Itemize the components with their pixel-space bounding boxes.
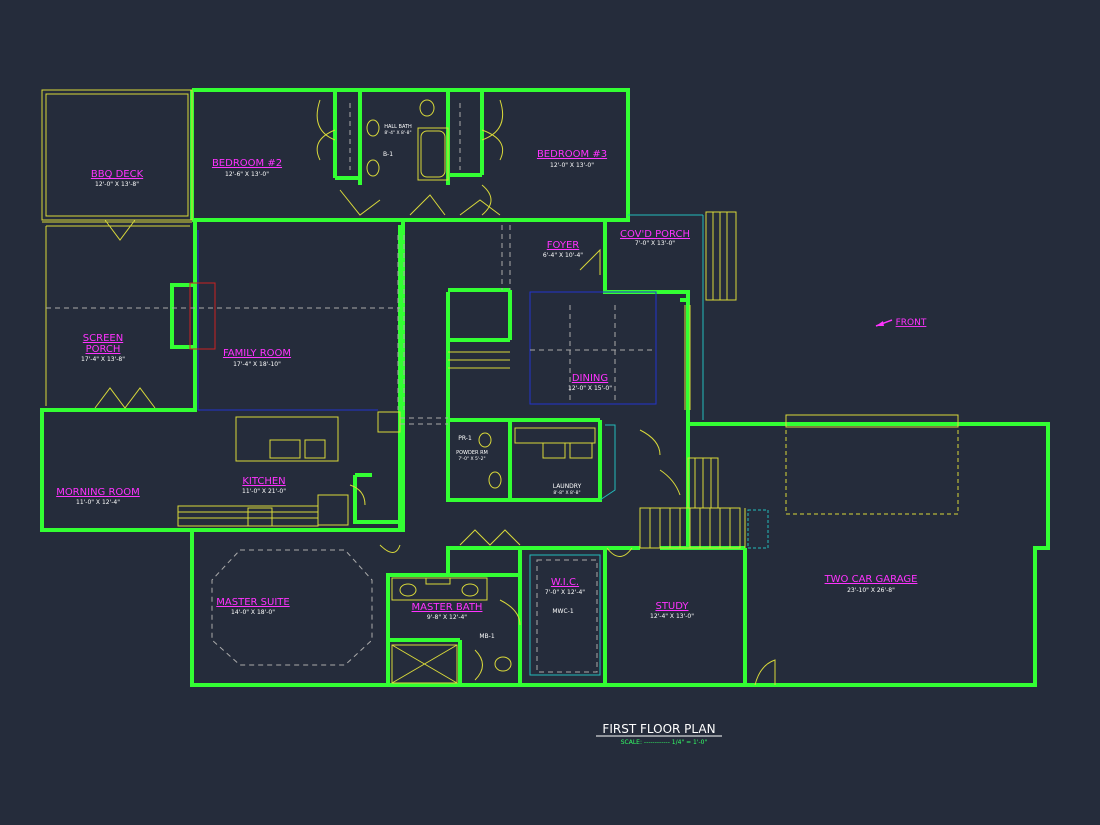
screen-porch-dim: 17'-4" X 13'-8" (81, 356, 125, 363)
mwc1-label: MWC-1 (552, 608, 573, 615)
hall-bath-label: HALL BATH (384, 124, 412, 130)
bedroom3-dim: 12'-0" X 13'-0" (550, 162, 594, 169)
kitchen-dim: 11'-0" X 21'-0" (242, 488, 286, 495)
screen-porch-label-2: PORCH (86, 344, 121, 355)
dining-label: DINING (572, 373, 608, 384)
master-bath-label: MASTER BATH (412, 602, 483, 613)
master-bath-dim: 9'-8" X 12'-4" (427, 614, 467, 621)
bbq-deck-label: BBQ DECK (91, 169, 144, 180)
master-suite-dim: 14'-0" X 18'-0" (231, 609, 275, 616)
dining-dim: 12'-0" X 15'-0" (568, 385, 612, 392)
study-dim: 12'-4" X 13'-0" (650, 613, 694, 620)
hall-bath-dim: 8'-4" X 8'-8" (384, 130, 411, 136)
cyan-lines (529, 214, 769, 676)
walls (40, 88, 1050, 687)
covd-porch-dim: 7'-0" X 13'-0" (635, 240, 675, 247)
family-room-dim: 17'-4" X 18'-10" (233, 361, 281, 368)
powder-rm-dim: 7'-0" X 5'-2" (458, 456, 485, 462)
morning-room-dim: 11'-0" X 12'-4" (76, 499, 120, 506)
dashed-lines (46, 103, 656, 673)
b1-label: B-1 (383, 151, 393, 158)
powder-rm-label: POWDER RM (456, 450, 488, 456)
bbq-deck-dim: 12'-0" X 13'-8" (95, 181, 139, 188)
plan-title: FIRST FLOOR PLAN (602, 722, 715, 736)
scale-text: SCALE: ------------ 1/4" = 1'-0" (621, 739, 708, 746)
foyer-dim: 6'-4" X 10'-4" (543, 252, 583, 259)
bedroom2-dim: 12'-6" X 13'-0" (225, 171, 269, 178)
pr1-label: PR-1 (458, 435, 472, 442)
bedroom3-label: BEDROOM #3 (537, 149, 607, 160)
fixtures (41, 89, 959, 686)
laundry-label: LAUNDRY (553, 483, 582, 490)
mb1-label: MB-1 (479, 633, 494, 640)
hidden-lines (197, 230, 657, 411)
foyer-label: FOYER (547, 240, 580, 251)
family-room-label: FAMILY ROOM (223, 348, 291, 359)
kitchen-label: KITCHEN (242, 476, 285, 487)
wic-dim: 7'-0" X 12'-4" (545, 589, 585, 596)
garage-dim: 23'-10" X 26'-8" (847, 587, 895, 594)
laundry-dim: 8'-8" X 8'-8" (553, 490, 580, 496)
covd-porch-label: COV'D PORCH (620, 229, 690, 240)
master-suite-label: MASTER SUITE (216, 597, 289, 608)
front-label: FRONT (896, 318, 927, 328)
garage-label: TWO CAR GARAGE (824, 574, 918, 585)
wic-label: W.I.C. (551, 577, 579, 588)
study-label: STUDY (655, 601, 689, 612)
morning-room-label: MORNING ROOM (56, 487, 140, 498)
fireplace-hearth (189, 282, 216, 350)
front-arrow-icon (875, 319, 893, 327)
bedroom2-label: BEDROOM #2 (212, 158, 282, 169)
screen-porch-label-1: SCREEN (83, 333, 123, 344)
